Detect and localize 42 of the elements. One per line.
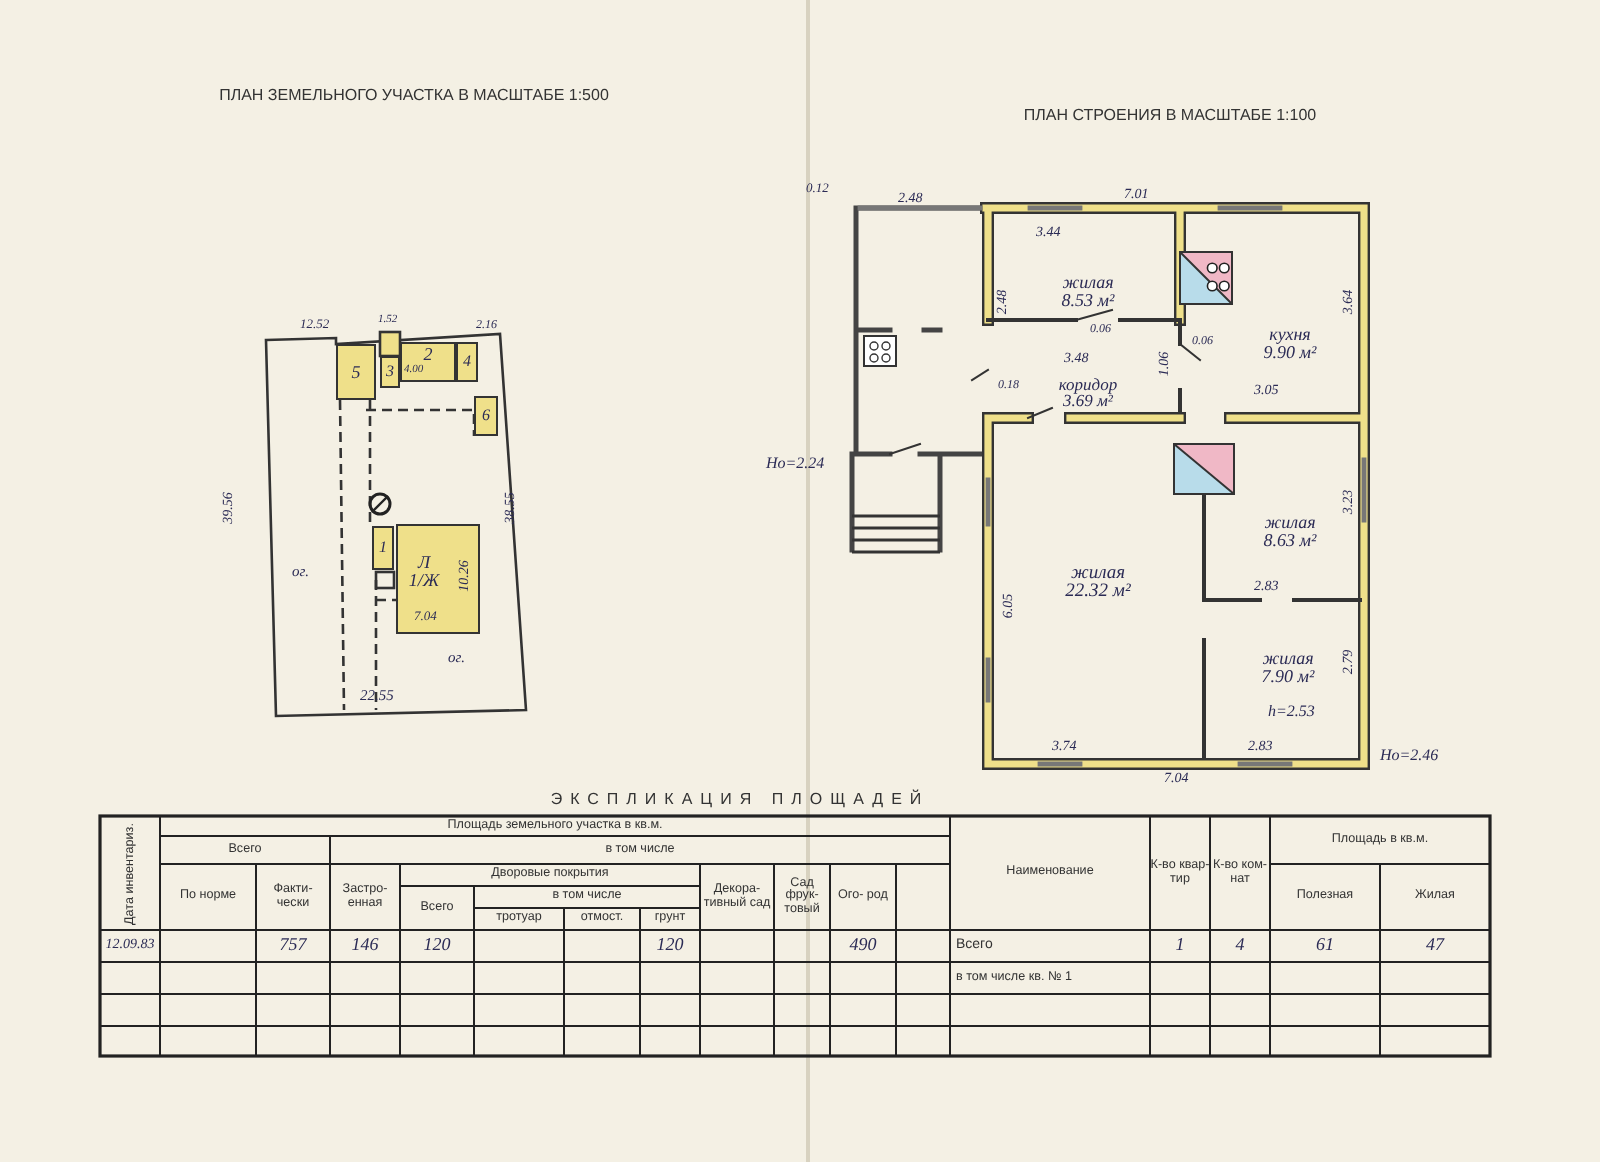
building-number: 2 <box>423 346 433 364</box>
building-number: 1/Ж <box>408 571 440 589</box>
room-name: жилая <box>1062 274 1114 292</box>
room-name: жилая <box>1264 514 1316 532</box>
table-cell-text: 47 <box>1424 932 1447 959</box>
area-text: 8.53 м² <box>1061 292 1115 310</box>
building-footprint <box>372 526 394 570</box>
table-cell-text: 61 <box>1314 932 1336 959</box>
building-footprint <box>400 342 456 382</box>
room-name: жилая <box>1262 650 1314 668</box>
plan-title: ПЛАН ЗЕМЕЛЬНОГО УЧАСТКА В МАСШТАБЕ 1:500 <box>217 84 611 108</box>
area-text: 3.69 м² <box>1063 392 1113 409</box>
area-text: 8.63 м² <box>1263 532 1317 550</box>
building-footprint <box>380 356 400 388</box>
table-cell-text: 120 <box>654 932 686 959</box>
table-cell-text: 490 <box>847 932 879 959</box>
area-text: 9.90 м² <box>1263 344 1317 362</box>
room-name: жилая <box>1070 565 1125 583</box>
table-cell-text: 757 <box>277 932 309 959</box>
ceiling-height-text: h=2.53 <box>1268 704 1315 721</box>
elevation-text: Но=2.24 <box>766 456 825 473</box>
building-footprint <box>456 342 478 382</box>
area-text: 22.32 м² <box>1065 584 1131 603</box>
elevation-text: Но=2.46 <box>1380 748 1439 765</box>
building-number: 6 <box>482 408 490 424</box>
building-number: Л <box>417 553 431 571</box>
table-cell-text: 120 <box>421 932 453 959</box>
table-cell-text: 4 <box>1233 932 1247 959</box>
building-footprint <box>474 396 498 436</box>
table-cell-text: 146 <box>349 932 381 959</box>
room-name: коридор <box>1058 375 1118 392</box>
building-number: 1 <box>379 540 387 556</box>
table-title: ЭКСПЛИКАЦИЯ ПЛОЩАДЕЙ <box>548 788 932 812</box>
building-number: 5 <box>351 363 361 381</box>
table-cell-text: 1 <box>1173 932 1187 959</box>
building-footprint <box>336 344 376 400</box>
building-number: 4 <box>463 354 471 370</box>
building-footprint <box>396 524 480 634</box>
area-text: 7.90 м² <box>1261 668 1315 686</box>
room-name: кухня <box>1269 326 1311 344</box>
building-number: 3 <box>386 364 394 380</box>
plan-title: ПЛАН СТРОЕНИЯ В МАСШТАБЕ 1:100 <box>1021 104 1319 128</box>
